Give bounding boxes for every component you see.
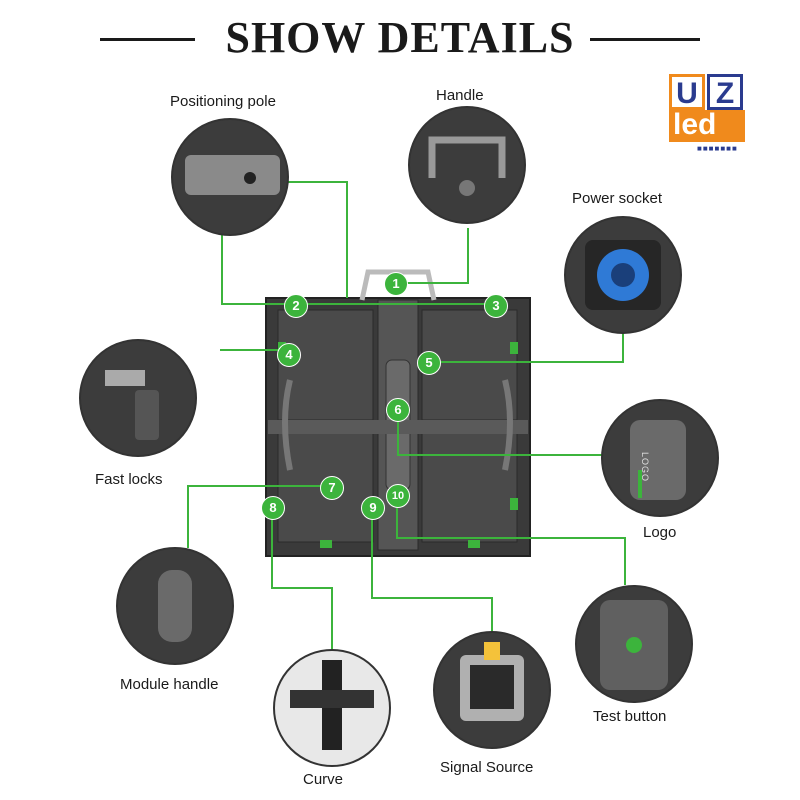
page-title: SHOW DETAILS <box>225 13 575 62</box>
badge-3: 3 <box>484 294 508 318</box>
badge-9: 9 <box>361 496 385 520</box>
label-fast-locks: Fast locks <box>95 471 163 488</box>
detail-circles-art <box>79 106 719 767</box>
panel-logo-text: LOGO <box>640 452 650 483</box>
label-handle: Handle <box>436 87 484 104</box>
badge-4: 4 <box>277 343 301 367</box>
label-logo: Logo <box>643 524 677 541</box>
label-test-button: Test button <box>593 708 667 725</box>
badge-2: 2 <box>284 294 308 318</box>
label-signal-source: Signal Source <box>440 759 534 776</box>
logo-letter-z: Z <box>707 74 743 110</box>
badge-8: 8 <box>261 496 285 520</box>
badge-6: 6 <box>386 398 410 422</box>
connector-lines <box>187 181 626 650</box>
logo-dots: ■■■■■■■ <box>697 144 738 153</box>
label-power-socket: Power socket <box>572 190 663 207</box>
uzled-logo: U Z led ■■■■■■■ <box>667 74 749 153</box>
label-curve: Curve <box>303 771 344 788</box>
logo-led: led <box>669 110 745 142</box>
logo-letter-u: U <box>669 74 705 110</box>
badge-1: 1 <box>384 272 408 296</box>
title-line-left <box>100 38 195 41</box>
badge-10: 10 <box>386 484 410 508</box>
badge-5: 5 <box>417 351 441 375</box>
label-positioning-pole: Positioning pole <box>170 93 276 110</box>
badge-7: 7 <box>320 476 344 500</box>
title-line-right <box>590 38 700 41</box>
label-module-handle: Module handle <box>120 676 219 693</box>
